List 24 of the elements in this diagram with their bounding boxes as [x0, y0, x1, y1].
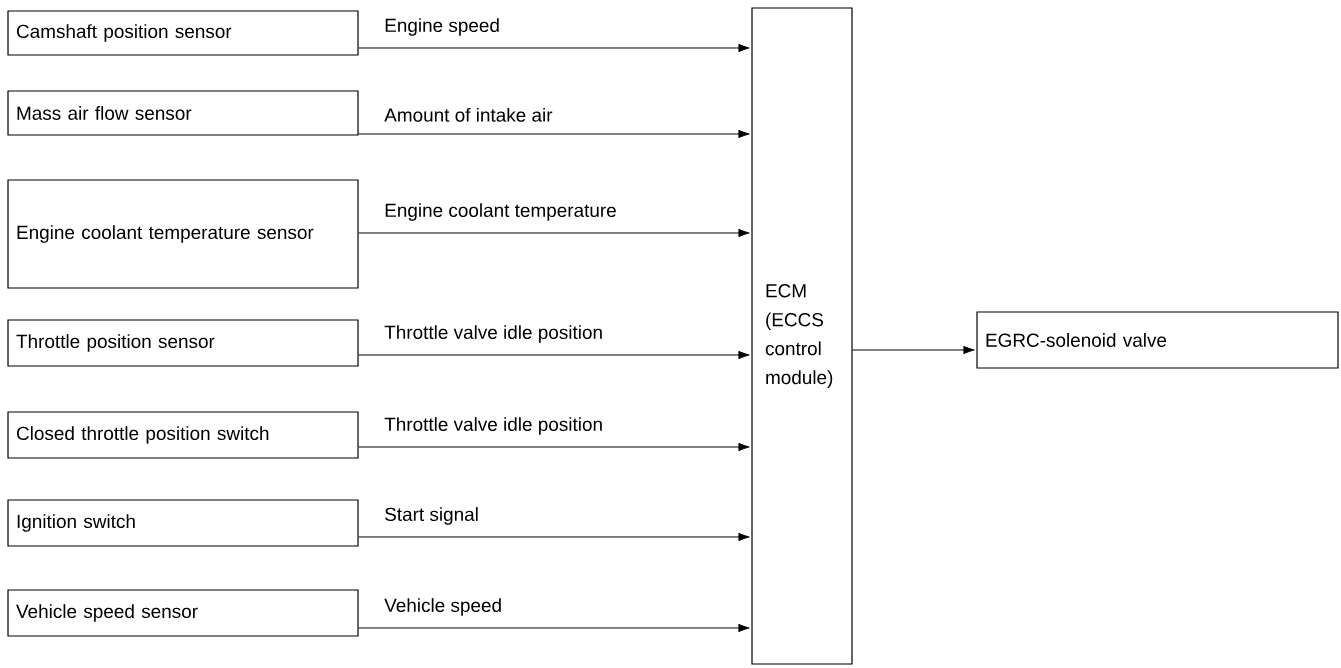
sensor-box: Closed throttle position switch	[7, 411, 359, 459]
sensor-box: Mass air flow sensor	[7, 90, 359, 136]
sensor-box: Engine coolant temperature sensor	[7, 179, 359, 289]
edge-label: Engine coolant temperature	[383, 202, 618, 222]
module-box: ECM (ECCS control module)	[751, 7, 853, 665]
arrow	[358, 442, 750, 452]
arrow	[358, 228, 750, 238]
arrow	[358, 350, 750, 360]
edge-label: Vehicle speed	[383, 597, 504, 617]
sensor-box: Vehicle speed sensor	[7, 589, 359, 637]
arrow	[852, 345, 975, 355]
edge-label: Throttle valve idle position	[383, 416, 605, 436]
edge-label: Throttle valve idle position	[383, 324, 605, 344]
arrow	[358, 129, 750, 139]
valve-box: EGRC-solenoid valve	[976, 311, 1339, 369]
sensor-box: Camshaft position sensor	[7, 10, 359, 56]
edge-label: Start signal	[383, 506, 480, 526]
sensor-box: Ignition switch	[7, 499, 359, 547]
arrow	[358, 623, 750, 633]
edge-label: Amount of intake air	[383, 106, 554, 123]
arrow	[358, 532, 750, 542]
edge-label: Engine speed	[383, 17, 501, 37]
arrow	[358, 43, 750, 53]
sensor-box: Throttle position sensor	[7, 319, 359, 367]
